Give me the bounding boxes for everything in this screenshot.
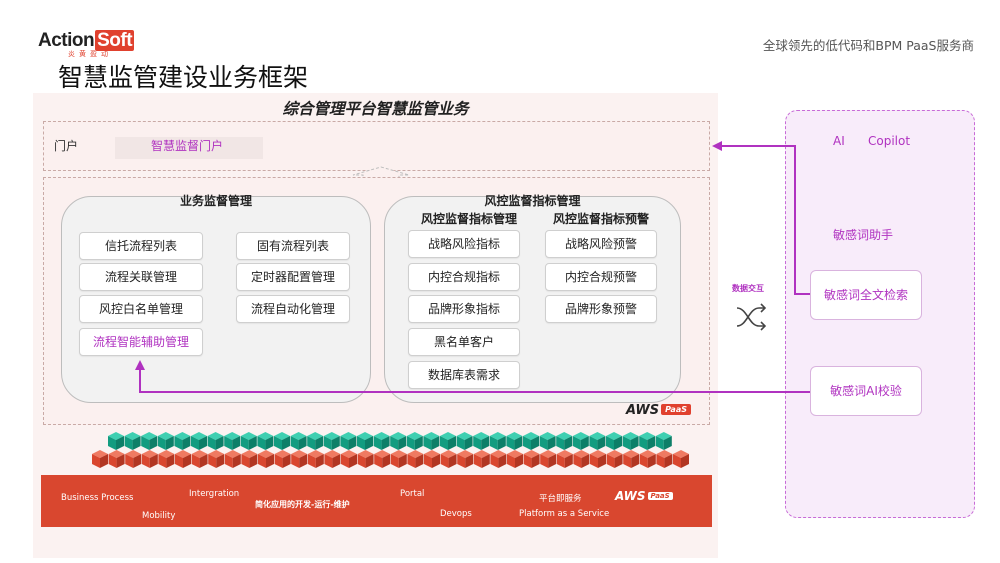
aws-logo-text: AWS xyxy=(626,403,660,418)
trust-process-list-button[interactable]: 信托流程列表 xyxy=(79,232,203,260)
portal-arrowhead-icon xyxy=(712,141,722,151)
database-table-req-button[interactable]: 数据库表需求 xyxy=(408,361,520,389)
data-exchange-icon xyxy=(736,303,767,331)
sensitive-word-fulltext-search-button[interactable]: 敏感词全文检索 xyxy=(810,270,922,320)
copilot-label: Copilot xyxy=(868,134,911,148)
risk-whitelist-mgmt-button[interactable]: 风控白名单管理 xyxy=(79,295,203,323)
compliance-indicator-button[interactable]: 内控合规指标 xyxy=(408,263,520,291)
logo-action-text: Action xyxy=(38,30,95,51)
base-platform-cn: 平台即服务 xyxy=(539,494,582,504)
blacklist-customer-button[interactable]: 黑名单客户 xyxy=(408,328,520,356)
base-mobility: Mobility xyxy=(142,511,176,521)
platform-panel-title: 综合管理平台智慧监管业务 xyxy=(282,100,469,118)
paas-logo-text: PaaS xyxy=(661,404,691,415)
ai-check-to-assist-arrow xyxy=(139,366,810,393)
company-tagline: 全球领先的低代码和BPM PaaS服务商 xyxy=(762,38,974,53)
risk-indicator-sub2-title: 风控监督指标预警 xyxy=(552,212,649,226)
base-business-process: Business Process xyxy=(61,493,134,503)
base-devops: Devops xyxy=(440,509,472,519)
portal-value: 智慧监督门户 xyxy=(115,137,263,159)
copilot-ai-label: AI xyxy=(833,134,845,148)
logo-soft-text: Soft xyxy=(95,30,135,51)
assist-arrowhead-icon xyxy=(135,360,145,370)
fixed-process-list-button[interactable]: 固有流程列表 xyxy=(236,232,350,260)
fulltext-to-portal-arrow xyxy=(716,145,810,295)
brand-image-alert-button[interactable]: 品牌形象预警 xyxy=(545,295,657,323)
brand-image-indicator-button[interactable]: 品牌形象指标 xyxy=(408,295,520,323)
business-supervision-title: 业务监督管理 xyxy=(179,194,252,208)
compliance-alert-button[interactable]: 内控合规预警 xyxy=(545,263,657,291)
sensitive-word-assistant-label: 敏感词助手 xyxy=(833,228,894,242)
process-link-mgmt-button[interactable]: 流程关联管理 xyxy=(79,263,203,291)
logo-subtitle: 炎黄盈动 xyxy=(68,50,112,58)
base-slogan: 简化应用的开发-运行-维护 xyxy=(255,500,350,509)
strategic-risk-indicator-button[interactable]: 战略风险指标 xyxy=(408,230,520,258)
base-platform-en: Platform as a Service xyxy=(519,509,610,519)
data-exchange-label: 数据交互 xyxy=(732,284,764,293)
process-ai-assist-mgmt-button[interactable]: 流程智能辅助管理 xyxy=(79,328,203,356)
portal-label: 门户 xyxy=(54,139,79,153)
process-automation-mgmt-button[interactable]: 流程自动化管理 xyxy=(236,295,350,323)
paas-base-bar: Business Process Mobility Intergration 简… xyxy=(41,475,712,527)
base-aws-text: AWS xyxy=(615,489,646,503)
strategic-risk-alert-button[interactable]: 战略风险预警 xyxy=(545,230,657,258)
base-paas-text: PaaS xyxy=(647,492,673,500)
risk-indicator-title: 风控监督指标管理 xyxy=(484,194,581,208)
page-title: 智慧监管建设业务框架 xyxy=(58,63,309,92)
sensitive-word-ai-check-button[interactable]: 敏感词AI校验 xyxy=(810,366,922,416)
base-portal: Portal xyxy=(400,489,425,499)
base-intergration: Intergration xyxy=(189,489,240,499)
risk-indicator-sub1-title: 风控监督指标管理 xyxy=(420,212,517,226)
timer-config-mgmt-button[interactable]: 定时器配置管理 xyxy=(236,263,350,291)
